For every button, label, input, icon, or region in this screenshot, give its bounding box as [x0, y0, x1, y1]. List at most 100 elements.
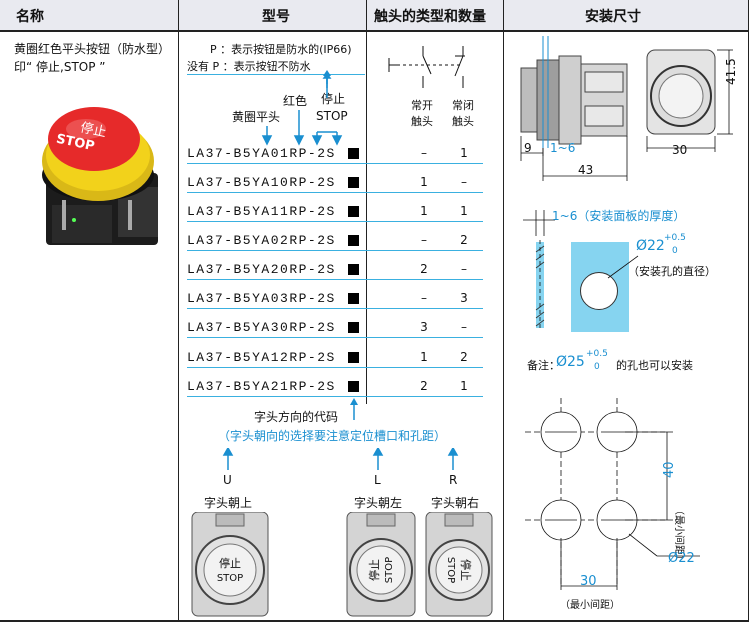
dim-1-6-side: 1~6 [550, 141, 576, 155]
contact-no-label-1: 常开 [411, 99, 433, 112]
header-contacts: 触头的类型和数量 [374, 9, 486, 25]
model-nc: – [461, 320, 467, 334]
grid-hole-dia: Ø22 [668, 551, 695, 566]
remark-prefix: 备注： [527, 359, 560, 372]
model-code: LA37-B5YA21RP-2S [187, 379, 336, 394]
col-divider-3 [503, 0, 504, 622]
direction-up-label: 字头朝上 [204, 496, 253, 510]
model-marker [348, 381, 359, 392]
model-no: 3 [420, 320, 428, 334]
model-no: 2 [420, 379, 428, 393]
direction-code-label: 字头方向的代码 [254, 410, 339, 424]
btn-right-cn: 停止 [459, 559, 473, 581]
model-marker [348, 206, 359, 217]
model-marker [348, 322, 359, 333]
direction-arrow [350, 398, 358, 420]
legend-no-p: 没有 P ：表示按钮不防水 [187, 60, 311, 73]
model-code: LA37-B5YA10RP-2S [187, 175, 336, 190]
photo-stop-cn: 停止 [79, 120, 108, 141]
btn-up-cn: 停止 [219, 556, 241, 570]
model-code: LA37-B5YA03RP-2S [187, 291, 336, 306]
legend-p: P ：表示按钮是防水的(IP66) [210, 43, 352, 56]
model-code: LA37-B5YA30RP-2S [187, 320, 336, 335]
model-nc: 3 [460, 291, 468, 305]
model-marker [348, 235, 359, 246]
remark-dia: Ø25 [556, 354, 585, 370]
direction-r: R [449, 473, 458, 487]
model-nc: 1 [460, 204, 468, 218]
button-facing-up: 停止 STOP [191, 512, 269, 617]
panel-thickness-drawing [523, 210, 555, 330]
col-divider-2 [366, 0, 367, 404]
model-marker [348, 264, 359, 275]
model-marker [348, 352, 359, 363]
row-divider [187, 250, 483, 251]
model-marker [348, 177, 359, 188]
btn-left-en: STOP [384, 557, 395, 583]
model-nc: 1 [460, 379, 468, 393]
model-no: 2 [420, 262, 428, 276]
col-divider-1 [178, 0, 179, 622]
product-name-line2: 印“ 停止,STOP ” [14, 60, 106, 74]
header-name: 名称 [16, 9, 44, 25]
direction-u: U [223, 473, 232, 487]
hole-grid-drawing [525, 398, 700, 590]
model-marker [348, 293, 359, 304]
header-mount: 安装尺寸 [585, 9, 641, 25]
model-nc: – [461, 175, 467, 189]
btn-left-cn: 停止 [367, 559, 381, 581]
row-divider [187, 337, 483, 338]
legend-underline [187, 74, 365, 75]
direction-code-arrows [222, 448, 459, 470]
model-no: – [421, 291, 427, 305]
legend-yellow-flat: 黄圈平头 [232, 110, 281, 124]
model-no: 1 [420, 175, 428, 189]
model-nc: 2 [460, 233, 468, 247]
model-nc: – [461, 262, 467, 276]
model-no: 1 [420, 204, 428, 218]
panel-thickness-value: 1~6（安装面板的厚度） [552, 209, 686, 223]
contact-nc-label-2: 触头 [452, 115, 474, 128]
direction-note: （字头朝向的选择要注意定位槽口和孔距） [218, 429, 447, 443]
remark-tol-down: 0 [594, 362, 600, 372]
product-name-line1: 黄圈红色平头按钮（防水型） [14, 42, 171, 56]
model-code: LA37-B5YA11RP-2S [187, 204, 336, 219]
row-divider [187, 279, 483, 280]
front-view-drawing [646, 49, 733, 152]
direction-l: L [374, 473, 381, 487]
btn-up-en: STOP [217, 573, 243, 584]
panel-thickness-label: 1~6（安装面板的厚度） [552, 207, 685, 224]
direction-left-label: 字头朝左 [354, 496, 403, 510]
legend-red: 红色 [283, 94, 308, 108]
btn-right-en: STOP [445, 557, 456, 583]
model-code: LA37-B5YA02RP-2S [187, 233, 336, 248]
dim-43: 43 [578, 163, 594, 177]
model-nc: 2 [460, 350, 468, 364]
model-nc: 1 [460, 146, 468, 160]
legend-arrow-stop [323, 70, 331, 88]
model-no: – [421, 146, 427, 160]
legend-arrows [261, 74, 343, 146]
remark-tol-up: +0.5 [586, 349, 608, 359]
side-view-drawing [520, 36, 628, 181]
model-code: LA37-B5YA12RP-2S [187, 350, 336, 365]
button-facing-left: 停止 STOP [346, 512, 416, 617]
mounting-hole [580, 272, 618, 310]
row-divider [187, 163, 483, 164]
grid-min-spacing-h: （最小间距） [560, 600, 620, 611]
contact-nc-label-1: 常闭 [452, 99, 474, 112]
contact-no-label-2: 触头 [411, 115, 433, 128]
contact-symbol [388, 46, 465, 88]
direction-right-label: 字头朝右 [431, 496, 480, 510]
hole-leader [607, 255, 639, 279]
row-divider [187, 192, 483, 193]
dim-9: 9 [524, 141, 532, 155]
hole-tol-up: +0.5 [664, 233, 686, 243]
dim-41-5: 41.5 [724, 58, 738, 85]
model-no: 1 [420, 350, 428, 364]
remark-suffix: 的孔也可以安装 [616, 359, 693, 372]
grid-spacing-40: 40 [662, 461, 677, 478]
model-code: LA37-B5YA01RP-2S [187, 146, 336, 161]
row-divider [187, 367, 483, 368]
header-model: 型号 [262, 9, 290, 25]
